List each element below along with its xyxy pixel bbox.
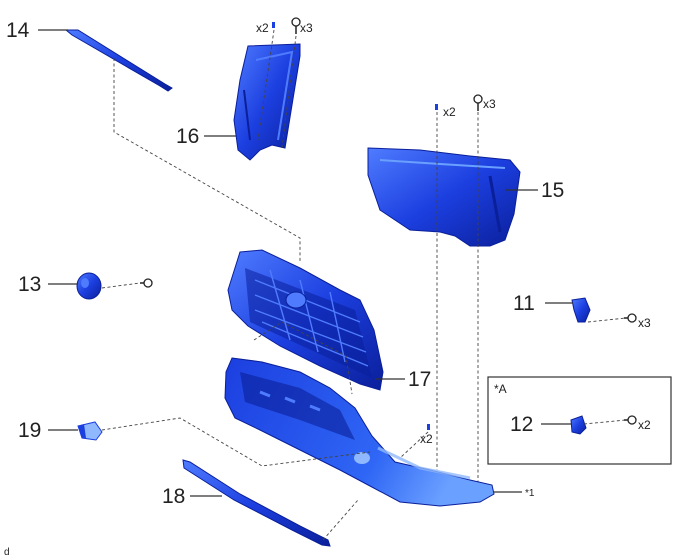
- corner-tag: d: [4, 547, 10, 558]
- screw-icon: [473, 94, 483, 111]
- variant-box-label: *A: [494, 382, 507, 396]
- callout-18: 18: [162, 485, 185, 508]
- callout-13: 13: [18, 273, 41, 296]
- part-14-molding: [64, 29, 173, 92]
- part-12-bracket: [570, 415, 587, 435]
- variant-box: [487, 376, 672, 465]
- mark-1: *1: [525, 488, 535, 499]
- part-17-grille: [227, 249, 384, 391]
- screw-icon: [624, 313, 637, 323]
- screw-icon: [624, 415, 637, 425]
- part-bumper-cover: [224, 357, 495, 507]
- qty-12-screw: x2: [638, 418, 651, 432]
- callout-16: 16: [176, 125, 199, 148]
- qty-15-clip: x2: [443, 105, 456, 119]
- part-19-cover: [77, 421, 103, 441]
- qty-15-screw: x3: [483, 97, 496, 111]
- part-13-emblem: [76, 272, 102, 300]
- callout-15: 15: [541, 179, 564, 202]
- part-16-bracket: [233, 43, 301, 161]
- callout-12: 12: [510, 413, 533, 436]
- callout-14: 14: [6, 19, 30, 42]
- qty-11-screw: x3: [638, 316, 651, 330]
- callout-17: 17: [408, 368, 431, 391]
- callout-19: 19: [18, 419, 41, 442]
- qty-16-screw: x3: [300, 21, 313, 35]
- clip-icon: [435, 104, 438, 110]
- qty-16-clip: x2: [256, 21, 269, 35]
- part-11-bracket: [571, 297, 591, 323]
- part-15-fender: [367, 147, 521, 247]
- clip-icon: [272, 22, 275, 28]
- screw-icon: [140, 278, 153, 288]
- part-18-molding: [182, 459, 331, 547]
- qty-bumper-clip: x2: [420, 432, 433, 446]
- screw-icon: [291, 17, 301, 34]
- clip-icon: [427, 424, 430, 430]
- callout-11: 11: [513, 292, 535, 315]
